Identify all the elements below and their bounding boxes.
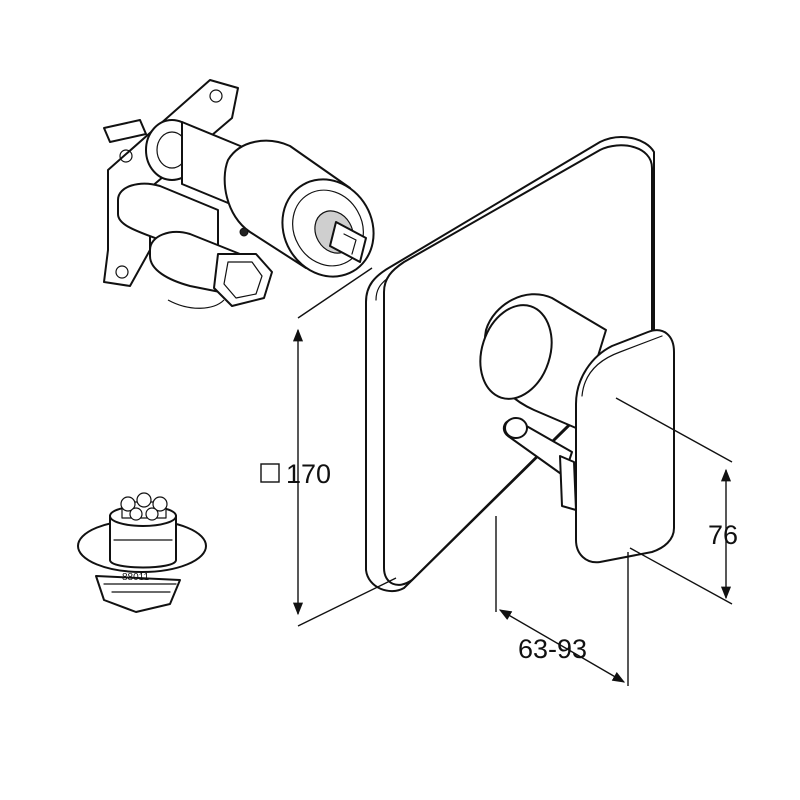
diverter-knob: [502, 417, 577, 511]
dimension-handle-height: 76: [615, 397, 738, 605]
rough-in-valve-body: [103, 79, 375, 309]
handle-height-label: 76: [708, 520, 738, 550]
plate-size-label: 170: [286, 459, 331, 489]
projection-label: 63-93: [518, 634, 587, 664]
square-symbol: [260, 463, 280, 483]
dimension-plate-size: 170: [260, 267, 397, 627]
cartridge-88011-illustration: 88011: [77, 492, 207, 613]
cartridge-label: 88011: [122, 572, 150, 583]
mixer-handle: [479, 293, 675, 564]
dimension-projection: 63-93: [495, 516, 629, 686]
